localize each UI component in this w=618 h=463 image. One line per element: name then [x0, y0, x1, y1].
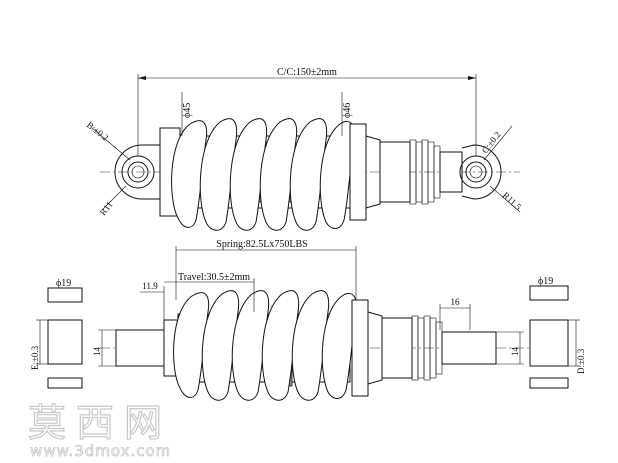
b-tolerance-label: B:±0.2 [85, 120, 111, 143]
top-spring-coils [171, 118, 355, 231]
top-view-shock [100, 118, 520, 231]
phi19-right-label: ϕ19 [538, 276, 553, 287]
bottom-threads [411, 315, 443, 381]
top-threaded-body [379, 141, 411, 203]
dim-16-label: 16 [451, 297, 461, 307]
spring-label: Spring:82.5Lx750LBS [216, 239, 307, 250]
left-shaft [115, 329, 165, 367]
right-bushing-top [529, 285, 569, 301]
phi46-label: ϕ46 [342, 103, 353, 118]
r11-label: R11 [98, 200, 115, 218]
phi19-left-label: ϕ19 [56, 278, 71, 289]
travel-label: Travel:30.5±2mm [178, 272, 250, 283]
d-tolerance-label: D:±0.3 [576, 348, 586, 374]
cc-dimension-label: C/C:150±2mm [277, 67, 337, 78]
dim-11-9-label: 11.9 [142, 281, 158, 291]
right-bushing-body [529, 319, 569, 367]
watermark: 莫西网 www.3dmox.com [27, 400, 172, 460]
phi45-label: ϕ45 [182, 103, 193, 118]
right-eyelet [459, 144, 502, 200]
left-bushing-detail: ϕ19 E:±0.3 [30, 278, 83, 389]
e-tolerance-label: E:±0.3 [30, 345, 40, 370]
left-bushing-body [47, 319, 83, 365]
right-shaft [441, 331, 497, 365]
bottom-spring-coils [173, 290, 357, 401]
r11-5-label: R11.5 [501, 190, 524, 212]
bottom-view-shock [100, 290, 530, 401]
dim-14-right-label: 14 [510, 347, 520, 357]
bottom-dimensions: Spring:82.5Lx750LBS Travel:30.5±2mm 11.9… [92, 239, 524, 367]
left-bushing-top [47, 287, 83, 303]
right-bushing-bottom [529, 377, 569, 389]
dim-14-left-label: 14 [92, 347, 102, 357]
watermark-chinese: 莫西网 [28, 401, 172, 445]
right-bushing-detail: ϕ19 D:±0.3 [529, 276, 586, 389]
right-spring-seat [349, 123, 367, 221]
left-bushing-bottom [47, 377, 83, 389]
watermark-url: www.3dmox.com [30, 442, 171, 460]
